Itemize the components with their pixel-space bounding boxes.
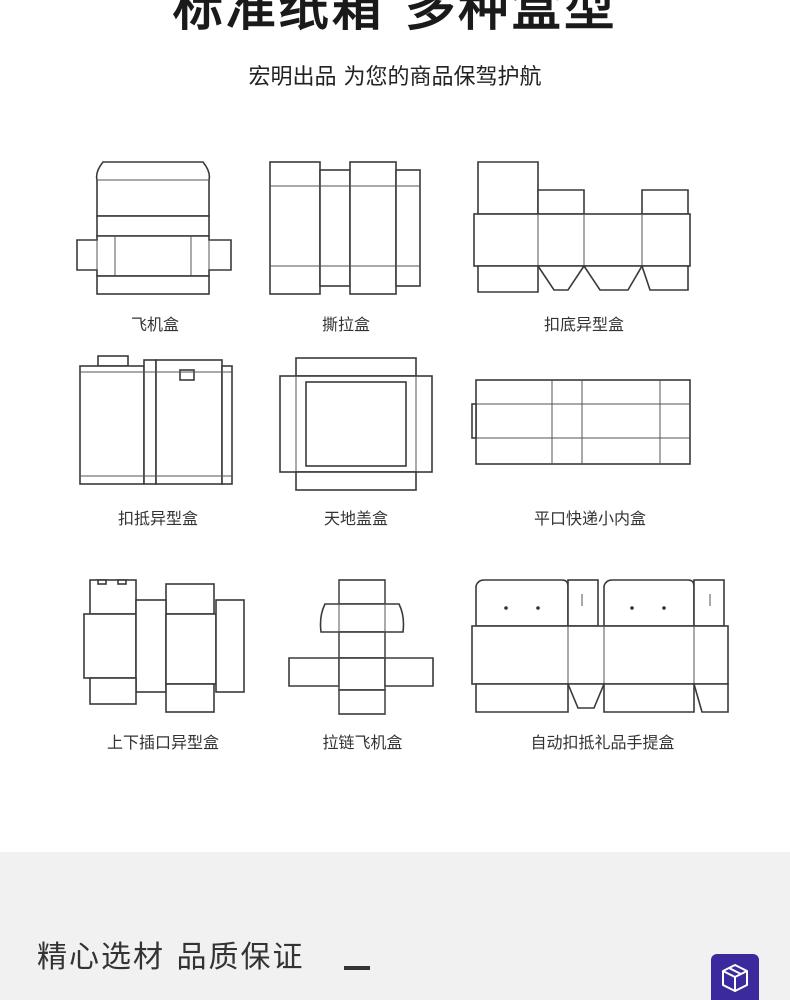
box-type-flat-mailer: 平口快递小内盒: [470, 352, 710, 532]
box-label: 上下插口异型盒: [106, 733, 219, 752]
box-type-lock-bottom: 扣底异型盒: [472, 158, 696, 338]
zipper-mailer-box-diagram-icon: [288, 579, 434, 715]
box-label: 天地盖盒: [323, 509, 388, 528]
page-title: 标准纸箱 多种盒型: [172, 0, 618, 37]
box-label: 飞机盒: [130, 315, 179, 334]
box-type-lid-base: 天地盖盒: [276, 352, 436, 532]
box-label: 扣抵异型盒: [117, 509, 198, 528]
airplane-box-diagram-icon: [76, 161, 232, 295]
box-label: 撕拉盒: [321, 315, 370, 334]
lock-bottom-box-diagram-icon: [473, 161, 691, 293]
buckle-box-diagram-icon: [79, 355, 233, 485]
box-label: 拉链飞机盒: [322, 733, 403, 752]
box-type-zipper-mailer: 拉链飞机盒: [285, 576, 440, 756]
lid-base-box-diagram-icon: [279, 357, 433, 491]
box-type-buckle: 扣抵异型盒: [78, 352, 238, 532]
flat-mailer-box-diagram-icon: [471, 379, 691, 465]
box-label: 自动扣抵礼品手提盒: [530, 733, 675, 752]
box-type-airplane: 飞机盒: [75, 158, 235, 338]
box-icon: [722, 964, 748, 992]
tear-strip-box-diagram-icon: [269, 161, 421, 295]
gift-handle-box-diagram-icon: [471, 579, 729, 713]
box-type-tuck-end: 上下插口异型盒: [78, 576, 248, 756]
footer-section: 精心选材 品质保证: [0, 852, 790, 1000]
title-underline-dash: [344, 966, 370, 970]
box-label: 扣底异型盒: [543, 315, 624, 334]
tuck-end-box-diagram-icon: [83, 579, 245, 713]
section-title: 精心选材 品质保证: [37, 940, 305, 975]
box-type-gift-handle: 自动扣抵礼品手提盒: [470, 576, 735, 756]
box-type-tear-strip: 撕拉盒: [266, 158, 426, 338]
page-subtitle: 宏明出品 为您的商品保驾护航: [248, 65, 542, 90]
box-label: 平口快递小内盒: [533, 509, 646, 528]
box-floating-button[interactable]: [711, 954, 759, 1000]
